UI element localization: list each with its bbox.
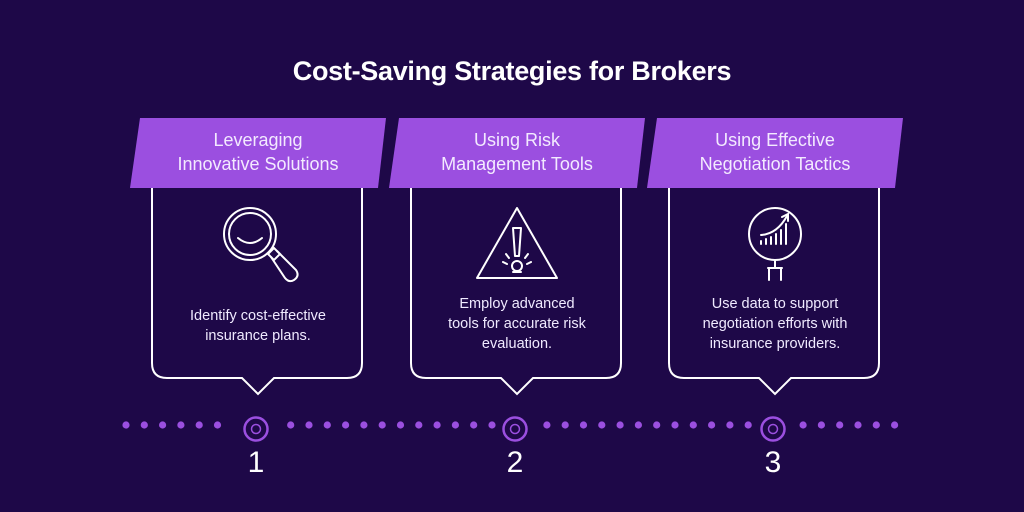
card-outline — [151, 188, 363, 396]
warning-triangle-icon — [476, 207, 558, 279]
timeline-dot — [543, 421, 551, 429]
step-heading-line: Innovative Solutions — [177, 154, 339, 174]
timeline-dot — [872, 421, 880, 429]
step-number: 3 — [764, 446, 782, 479]
timeline-dot — [708, 421, 716, 429]
step-heading-line: Management Tools — [441, 154, 593, 174]
step-heading-line: Leveraging — [213, 130, 303, 150]
timeline-dot — [177, 421, 185, 429]
timeline-dot — [488, 421, 496, 429]
timeline-dot — [360, 421, 368, 429]
timeline-dot — [213, 421, 222, 429]
timeline-dot — [323, 421, 331, 429]
timeline-dot — [122, 421, 130, 429]
magnifying-glass-icon — [223, 207, 299, 283]
timeline-dot — [891, 421, 899, 429]
growth-chart-sign-icon — [748, 207, 802, 281]
timeline-dot — [287, 421, 295, 429]
step-heading-line: Using Effective — [715, 130, 835, 150]
timeline-dot — [726, 421, 734, 429]
timeline-dot — [799, 421, 807, 429]
step-heading-line: Negotiation Tactics — [699, 154, 851, 174]
page-title: Cost-Saving Strategies for Brokers — [292, 56, 732, 86]
step-heading-line: Using Risk — [473, 130, 561, 150]
timeline-dot — [579, 421, 588, 429]
timeline-dot — [305, 421, 313, 429]
timeline-dot — [671, 421, 679, 429]
timeline-dot — [744, 421, 752, 429]
timeline-dot — [140, 421, 148, 429]
timeline-dot — [415, 421, 423, 429]
timeline-dot — [195, 421, 203, 429]
timeline-dot — [378, 421, 386, 429]
timeline-dot — [854, 421, 862, 429]
step-number: 1 — [247, 446, 265, 479]
timeline-dot — [634, 421, 643, 429]
card-outline — [410, 188, 622, 396]
timeline-dot — [470, 421, 478, 429]
timeline-dot — [836, 421, 844, 429]
step-number: 2 — [506, 446, 524, 479]
timeline-dot — [159, 421, 167, 429]
timeline-dot — [451, 421, 459, 429]
timeline-dot — [342, 421, 350, 429]
timeline-dot — [653, 421, 661, 429]
timeline-dot — [689, 421, 697, 429]
card-outline — [668, 188, 880, 396]
timeline-node — [243, 416, 269, 442]
timeline-dot — [433, 421, 441, 429]
timeline-node — [760, 416, 786, 442]
timeline-dot — [561, 421, 569, 429]
timeline-node — [502, 416, 528, 442]
timeline-dot — [598, 421, 606, 429]
timeline-dot — [616, 421, 624, 429]
timeline-dot — [817, 421, 826, 429]
timeline-dot — [396, 421, 405, 429]
